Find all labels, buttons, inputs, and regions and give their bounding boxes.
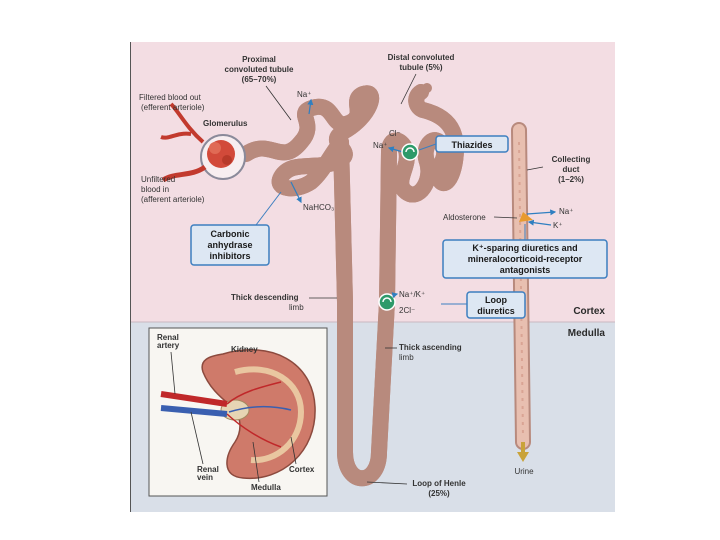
na-ion-collecting: Na⁺ bbox=[559, 207, 573, 216]
ksparing-label-line1: K⁺-sparing diuretics and bbox=[472, 243, 577, 253]
proximal-label-line2: convoluted tubule bbox=[225, 65, 294, 74]
na-ion-proximal: Na⁺ bbox=[297, 90, 311, 99]
aldosterone-receptor bbox=[519, 212, 533, 222]
inset-renal-artery-line1: Renal bbox=[157, 333, 179, 342]
inset-renal-vein-line1: Renal bbox=[197, 465, 219, 474]
glomerulus-label: Glomerulus bbox=[203, 119, 248, 128]
inset-renal-artery-line2: artery bbox=[157, 341, 180, 350]
filtered-out-line1: Filtered blood out bbox=[139, 93, 202, 102]
thick-desc-line2: limb bbox=[289, 303, 304, 312]
collecting-label-line1: Collecting bbox=[552, 155, 591, 164]
cortex-region bbox=[131, 42, 615, 322]
nak-ion: Na⁺/K⁺ bbox=[399, 290, 425, 299]
collecting-duct bbox=[511, 122, 531, 450]
inset-medulla-leader bbox=[252, 441, 260, 483]
urine-label: Urine bbox=[514, 467, 534, 476]
glomerulus bbox=[160, 102, 246, 183]
distal-label-line2: tubule (5%) bbox=[399, 63, 442, 72]
nak-arrow bbox=[391, 292, 399, 299]
thick-asc-line2: limb bbox=[399, 353, 414, 362]
proximal-label-line1: Proximal bbox=[242, 55, 276, 64]
loop-henle-leader bbox=[366, 481, 408, 485]
loop-diuretics-box: Loop diuretics bbox=[441, 291, 526, 319]
inset-medulla-label: Medulla bbox=[251, 483, 281, 492]
inset-cortex-leader bbox=[290, 436, 297, 465]
nephron-tubule bbox=[238, 83, 456, 478]
k-ion-collecting: K⁺ bbox=[553, 221, 563, 230]
inset-renal-vein-line2: vein bbox=[197, 473, 213, 482]
carbonic-label-line3: inhibitors bbox=[210, 251, 251, 261]
na-arrow-collecting bbox=[526, 209, 557, 216]
aldosterone-label: Aldosterone bbox=[443, 213, 486, 222]
inset-renal-artery-leader bbox=[170, 351, 176, 395]
unfiltered-line3: (afferent arteriole) bbox=[141, 195, 205, 204]
nahco3-ion: NaHCO₃ bbox=[303, 203, 334, 212]
thiazides-box: Thiazides bbox=[418, 135, 509, 153]
inset-kidney-label: Kidney bbox=[231, 345, 258, 354]
thiazide-transporter bbox=[401, 143, 419, 161]
na-arrow-proximal bbox=[307, 98, 314, 115]
cl-ion-distal: Cl⁻ bbox=[389, 129, 401, 138]
distal-label-line1: Distal convoluted bbox=[388, 53, 455, 62]
unfiltered-line1: Unfiltered bbox=[141, 175, 175, 184]
carbonic-box: Carbonic anhydrase inhibitors bbox=[190, 191, 282, 266]
nahco3-arrow bbox=[290, 181, 302, 204]
cortex-region-label: Cortex bbox=[573, 306, 605, 317]
proximal-leader bbox=[265, 85, 292, 121]
inset-renal-vein-leader bbox=[190, 411, 204, 465]
carbonic-label-line2: anhydrase bbox=[207, 240, 252, 250]
distal-leader bbox=[400, 73, 417, 105]
k-arrow-collecting bbox=[527, 219, 552, 226]
aldosterone-leader bbox=[493, 216, 518, 219]
medulla-region-label: Medulla bbox=[568, 328, 606, 339]
loop-diuretics-line1: Loop bbox=[485, 295, 507, 305]
ksparing-label-line2: mineralocorticoid-receptor bbox=[468, 254, 583, 264]
collecting-label-line2: duct bbox=[563, 165, 580, 174]
proximal-label-line3: (65–70%) bbox=[242, 75, 277, 84]
carbonic-label-line1: Carbonic bbox=[210, 229, 249, 239]
loop-transporter bbox=[378, 293, 396, 311]
collecting-leader bbox=[526, 166, 544, 171]
twocl-ion: 2Cl⁻ bbox=[399, 306, 415, 315]
loop-diuretics-line2: diuretics bbox=[477, 306, 515, 316]
nephron-diagram: Proximal convoluted tubule (65–70%) Dist… bbox=[130, 42, 615, 512]
thiazides-label: Thiazides bbox=[451, 140, 492, 150]
thick-asc-line1: Thick ascending bbox=[399, 343, 462, 352]
ksparing-label-line3: antagonists bbox=[500, 265, 551, 275]
filtered-out-line2: (efferent arteriole) bbox=[141, 103, 205, 112]
kidney-inset: Renal artery Kidney Renal vein Medulla C… bbox=[148, 327, 328, 497]
ksparing-box: K⁺-sparing diuretics and mineralocortico… bbox=[442, 224, 608, 279]
loop-henle-line1: Loop of Henle bbox=[412, 479, 466, 488]
thick-desc-line1: Thick descending bbox=[231, 293, 299, 302]
na-arrow-distal bbox=[387, 146, 404, 153]
collecting-label-line3: (1–2%) bbox=[558, 175, 584, 184]
loop-henle-line2: (25%) bbox=[428, 489, 450, 498]
na-ion-distal: Na⁺ bbox=[373, 141, 387, 150]
unfiltered-line2: blood in bbox=[141, 185, 169, 194]
inset-cortex-label: Cortex bbox=[289, 465, 315, 474]
urine-arrowhead bbox=[517, 452, 529, 462]
